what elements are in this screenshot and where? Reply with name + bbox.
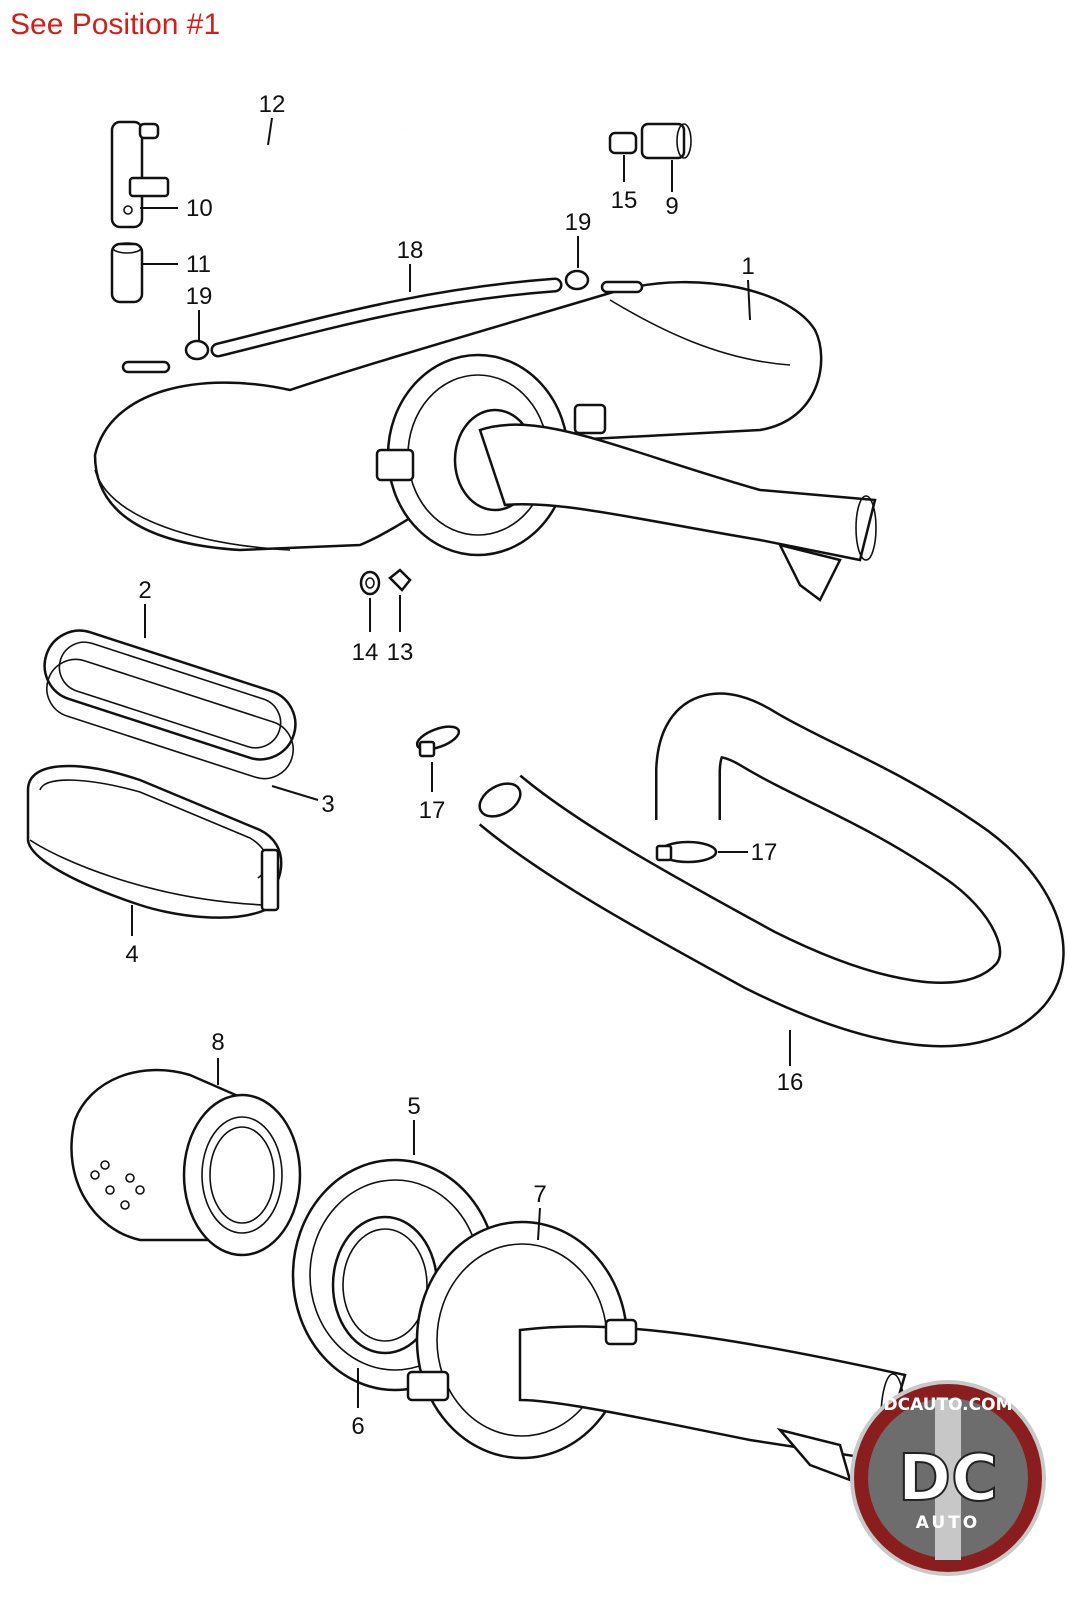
part-filter-8 (70, 1068, 302, 1257)
callout-17b: 17 (751, 839, 778, 866)
logo-mark: DC (898, 1442, 998, 1516)
part-clamp-17b (655, 840, 718, 864)
part-hose-18 (210, 277, 563, 358)
callout-13: 13 (387, 639, 414, 666)
callout-5: 5 (407, 1093, 420, 1120)
callout-2: 2 (138, 577, 151, 604)
callout-15: 15 (611, 187, 638, 214)
callout-6: 6 (351, 1413, 364, 1440)
page-title: See Position #1 (10, 8, 221, 41)
part-housing-7 (406, 1220, 907, 1483)
callout-labels: 12 10 11 19 15 9 19 18 1 2 14 13 3 4 17 … (125, 91, 803, 1440)
callout-18: 18 (397, 237, 424, 264)
callout-19a: 19 (186, 283, 213, 310)
logo-sub-text: AUTO (916, 1513, 981, 1533)
callout-1: 1 (741, 253, 754, 280)
part-housing-1 (93, 280, 877, 602)
callout-4: 4 (125, 941, 138, 968)
part-hose-16 (478, 692, 1065, 1048)
part-tray-4 (26, 764, 283, 919)
callout-12: 12 (259, 91, 286, 118)
part-clamp-19a (184, 339, 210, 361)
callout-3: 3 (321, 791, 334, 818)
part-clamp-19b (564, 269, 590, 291)
part-tee-10 (110, 120, 170, 229)
callout-8: 8 (211, 1029, 224, 1056)
part-fitting-15 (608, 131, 638, 155)
callout-17a: 17 (419, 797, 446, 824)
part-cap-9 (640, 122, 692, 160)
part-washer-14 (359, 570, 381, 596)
leader-lines (131, 117, 791, 1408)
callout-11: 11 (186, 251, 211, 278)
callout-10: 10 (186, 195, 213, 222)
dcauto-logo: DCAUTO.COM DC AUTO (850, 1380, 1046, 1576)
callout-19b: 19 (565, 209, 592, 236)
part-ring-6 (331, 1215, 439, 1355)
callout-16: 16 (777, 1069, 804, 1096)
callout-14: 14 (352, 639, 379, 666)
part-hose-12 (169, 123, 410, 197)
part-wingnut-13 (388, 568, 412, 592)
part-gasket-2 (43, 629, 297, 761)
callout-9: 9 (665, 193, 678, 220)
callout-7: 7 (533, 1181, 546, 1208)
part-clamp-17a (415, 725, 461, 758)
part-elbow-11 (110, 242, 144, 304)
part-seal-3 (46, 658, 294, 780)
logo-top-text: DCAUTO.COM (883, 1395, 1012, 1415)
